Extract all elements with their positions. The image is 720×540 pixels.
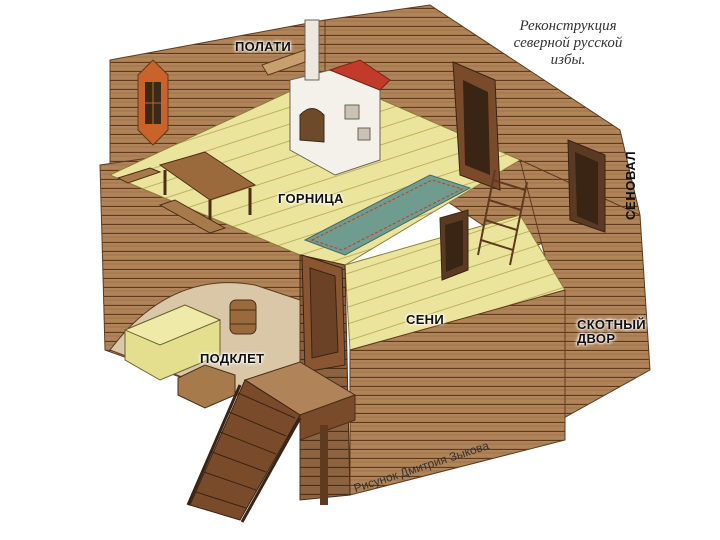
barrel <box>230 300 256 334</box>
label-gornitsa: ГОРНИЦА <box>278 192 344 206</box>
label-senoval: СЕНОВАЛ <box>623 151 638 220</box>
label-polati: ПОЛАТИ <box>235 40 291 54</box>
door-upper <box>453 62 500 190</box>
caption: Реконструкция северной русской избы. <box>498 18 638 69</box>
label-seni: СЕНИ <box>406 313 444 327</box>
chimney <box>305 20 319 80</box>
support-post <box>320 425 328 505</box>
caption-line-1: Реконструкция <box>498 18 638 35</box>
label-skotny-line-1: СКОТНЫЙ <box>577 318 646 332</box>
caption-line-2: северной русской <box>498 35 638 52</box>
caption-line-3: избы. <box>498 52 638 69</box>
stove-mouth <box>300 109 324 143</box>
label-podklet: ПОДКЛЕТ <box>200 352 264 366</box>
door-senoval <box>568 140 605 232</box>
window-icon <box>138 60 168 145</box>
label-skotny-dvor: СКОТНЫЙ ДВОР <box>577 318 646 346</box>
door-open <box>302 255 345 372</box>
label-skotny-line-2: ДВОР <box>577 332 646 346</box>
door-seni <box>440 210 468 280</box>
